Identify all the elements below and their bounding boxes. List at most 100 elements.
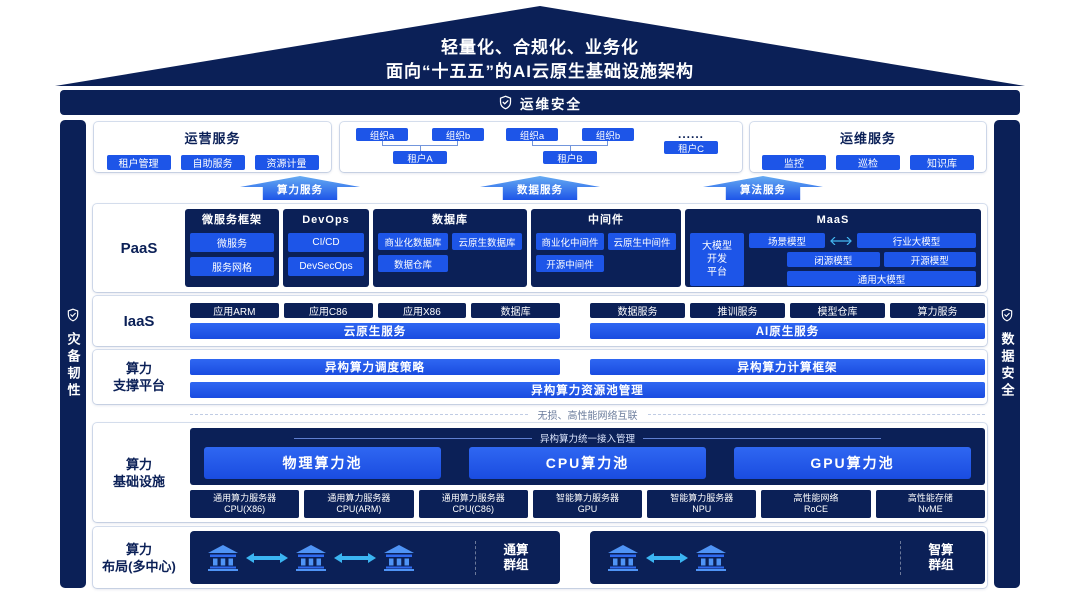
diagram-content: 运营服务 租户管理 自助服务 资源计量 组织a 组织b 租户A 组织a: [93, 120, 987, 588]
shield-check-icon: [499, 95, 512, 110]
ops-security-banner: 运维安全: [60, 90, 1020, 115]
commercial-db-button: 商业化数据库: [378, 233, 448, 250]
divider-line: [647, 413, 985, 415]
app-c86-button: 应用C86: [283, 303, 373, 318]
shield-check-icon: [1001, 308, 1013, 322]
llm-platform-line1: 大模型: [702, 241, 732, 252]
commercial-middleware-button: 商业化中间件: [536, 233, 604, 250]
general-cluster-label: 通算 群组: [488, 543, 544, 573]
server-line1: 高性能网络: [793, 493, 839, 503]
tenant-c-button: 租户C: [664, 141, 718, 155]
cloud-native-db-button: 云原生数据库: [452, 233, 522, 250]
server-line1: 高性能存储: [907, 493, 953, 503]
roof-title-line2: 面向“十五五”的AI云原生基础设施架构: [386, 62, 694, 81]
database-section: 数据库 商业化数据库 云原生数据库 数据仓库: [373, 209, 527, 287]
paas-label: PaaS: [120, 239, 158, 257]
model-repo-button: 模型仓库: [790, 303, 885, 318]
maas-title: MaaS: [816, 214, 850, 226]
general-model-button: 通用大模型: [787, 271, 976, 286]
ai-native-service-bar: AI原生服务: [590, 323, 985, 339]
server-line1: 通用算力服务器: [441, 493, 505, 503]
server-line2: CPU(C86): [452, 504, 494, 514]
disaster-resilience-sidebar: 灾备韧性: [60, 120, 86, 588]
tenant-b-group: 组织a 组织b 租户B: [506, 128, 634, 172]
server-line1: 通用算力服务器: [327, 493, 391, 503]
iaas-layer: IaaS 应用ARM 应用C86 应用X86 数据库 云原生服务 数据服务 推训…: [93, 296, 987, 346]
tenant-a-group: 组织a 组织b 租户A: [356, 128, 484, 172]
server-block-roce: 高性能网络 RoCE: [761, 490, 871, 518]
compute-service-arrow: 算力服务: [240, 176, 360, 200]
general-compute-cluster: 通算 群组: [190, 531, 560, 584]
compute-service-button: 算力服务: [890, 303, 985, 318]
database-button: 数据库: [471, 303, 560, 318]
devops-section: DevOps CI/CD DevSecOps: [283, 209, 369, 287]
infra-label-line2: 基础设施: [112, 473, 165, 489]
monitoring-button: 监控: [762, 155, 826, 170]
microservice-framework-section: 微服务框架 微服务 服务网格: [185, 209, 279, 287]
middleware-title: 中间件: [588, 214, 624, 226]
cluster-divider: [900, 540, 901, 575]
double-arrow-icon: [246, 552, 288, 563]
tenant-c-group: ...... 租户C: [656, 128, 726, 172]
layout-label-line1: 算力: [125, 541, 152, 557]
org-b-button: 组织b: [432, 128, 484, 142]
algorithm-service-arrow: 算法服务: [703, 176, 823, 200]
server-line2: CPU(ARM): [336, 504, 382, 514]
operation-services-title: 运营服务: [184, 131, 241, 146]
layout-label-line2: 布局(多中心): [102, 558, 176, 574]
unified-access-row: 异构算力统一接入管理: [204, 431, 971, 445]
ai-native-half: 数据服务 推训服务 模型仓库 算力服务 AI原生服务: [590, 303, 985, 339]
double-arrow-icon: [646, 552, 688, 563]
bank-icon: [296, 544, 326, 571]
llm-platform-line3: 平台: [707, 267, 727, 278]
tenant-a-button: 租户A: [393, 151, 447, 165]
server-row: 通用算力服务器 CPU(X86) 通用算力服务器 CPU(ARM) 通用算力服务…: [190, 490, 985, 518]
data-service-arrow-label: 数据服务: [517, 184, 563, 196]
physical-pool-block: 物理算力池: [204, 447, 441, 479]
data-service-arrow: 数据服务: [480, 176, 600, 200]
divider-line: [190, 413, 528, 415]
bracket-line: [643, 437, 882, 439]
org-connector-line: [382, 141, 458, 146]
bracket-line: [294, 437, 532, 439]
bank-icon: [696, 544, 726, 571]
cloud-native-middleware-button: 云原生中间件: [608, 233, 676, 250]
data-service-button: 数据服务: [590, 303, 685, 318]
server-block-x86: 通用算力服务器 CPU(X86): [190, 490, 300, 518]
network-interconnect-note: 无损、高性能网络互联: [190, 407, 985, 422]
llm-platform-line2: 开发: [707, 254, 727, 265]
server-block-gpu: 智能算力服务器 GPU: [532, 490, 643, 518]
bank-icon: [608, 544, 638, 571]
cloud-native-half: 应用ARM 应用C86 应用X86 数据库 云原生服务: [190, 303, 560, 339]
cloud-native-service-bar: 云原生服务: [190, 323, 560, 339]
layout-label: 算力 布局(多中心): [93, 527, 185, 588]
paas-layer: PaaS 微服务框架 微服务 服务网格 DevOps CI/CD DevSecO…: [93, 204, 987, 292]
service-arrows-row: 算力服务 数据服务 算法服务: [93, 176, 987, 200]
resource-metering-button: 资源计量: [254, 155, 319, 170]
open-source-middleware-button: 开源中间件: [536, 255, 604, 272]
inspection-button: 巡检: [836, 155, 900, 170]
infrastructure-label: 算力 基础设施: [93, 423, 185, 522]
server-block-arm: 通用算力服务器 CPU(ARM): [304, 490, 414, 518]
database-title: 数据库: [432, 214, 468, 226]
ai-cluster-line2: 群组: [928, 557, 954, 572]
bank-icon: [208, 544, 238, 571]
org-b-button: 组织b: [582, 128, 634, 142]
server-line1: 智能算力服务器: [670, 493, 734, 503]
gpu-pool-block: GPU算力池: [734, 447, 971, 479]
server-line1: 通用算力服务器: [213, 493, 277, 503]
scheduling-policy-bar: 异构算力调度策略: [190, 359, 560, 375]
app-x86-button: 应用X86: [377, 303, 467, 318]
compute-infrastructure-layer: 算力 基础设施 异构算力统一接入管理 物理算力池 CPU算力池 GPU算力池 通…: [93, 423, 987, 522]
support-platform-label: 算力 支撑平台: [93, 350, 185, 404]
support-label-line1: 算力: [125, 361, 152, 376]
org-connector-stub: [419, 146, 421, 151]
double-arrow-icon: [829, 236, 853, 245]
infra-label-line1: 算力: [125, 456, 152, 472]
tenant-management-button: 租户管理: [106, 155, 171, 170]
compute-pool-container: 异构算力统一接入管理 物理算力池 CPU算力池 GPU算力池: [190, 428, 985, 485]
cluster-divider: [475, 540, 476, 575]
server-line1: 智能算力服务器: [555, 493, 619, 503]
support-label-line2: 支撑平台: [112, 378, 165, 393]
